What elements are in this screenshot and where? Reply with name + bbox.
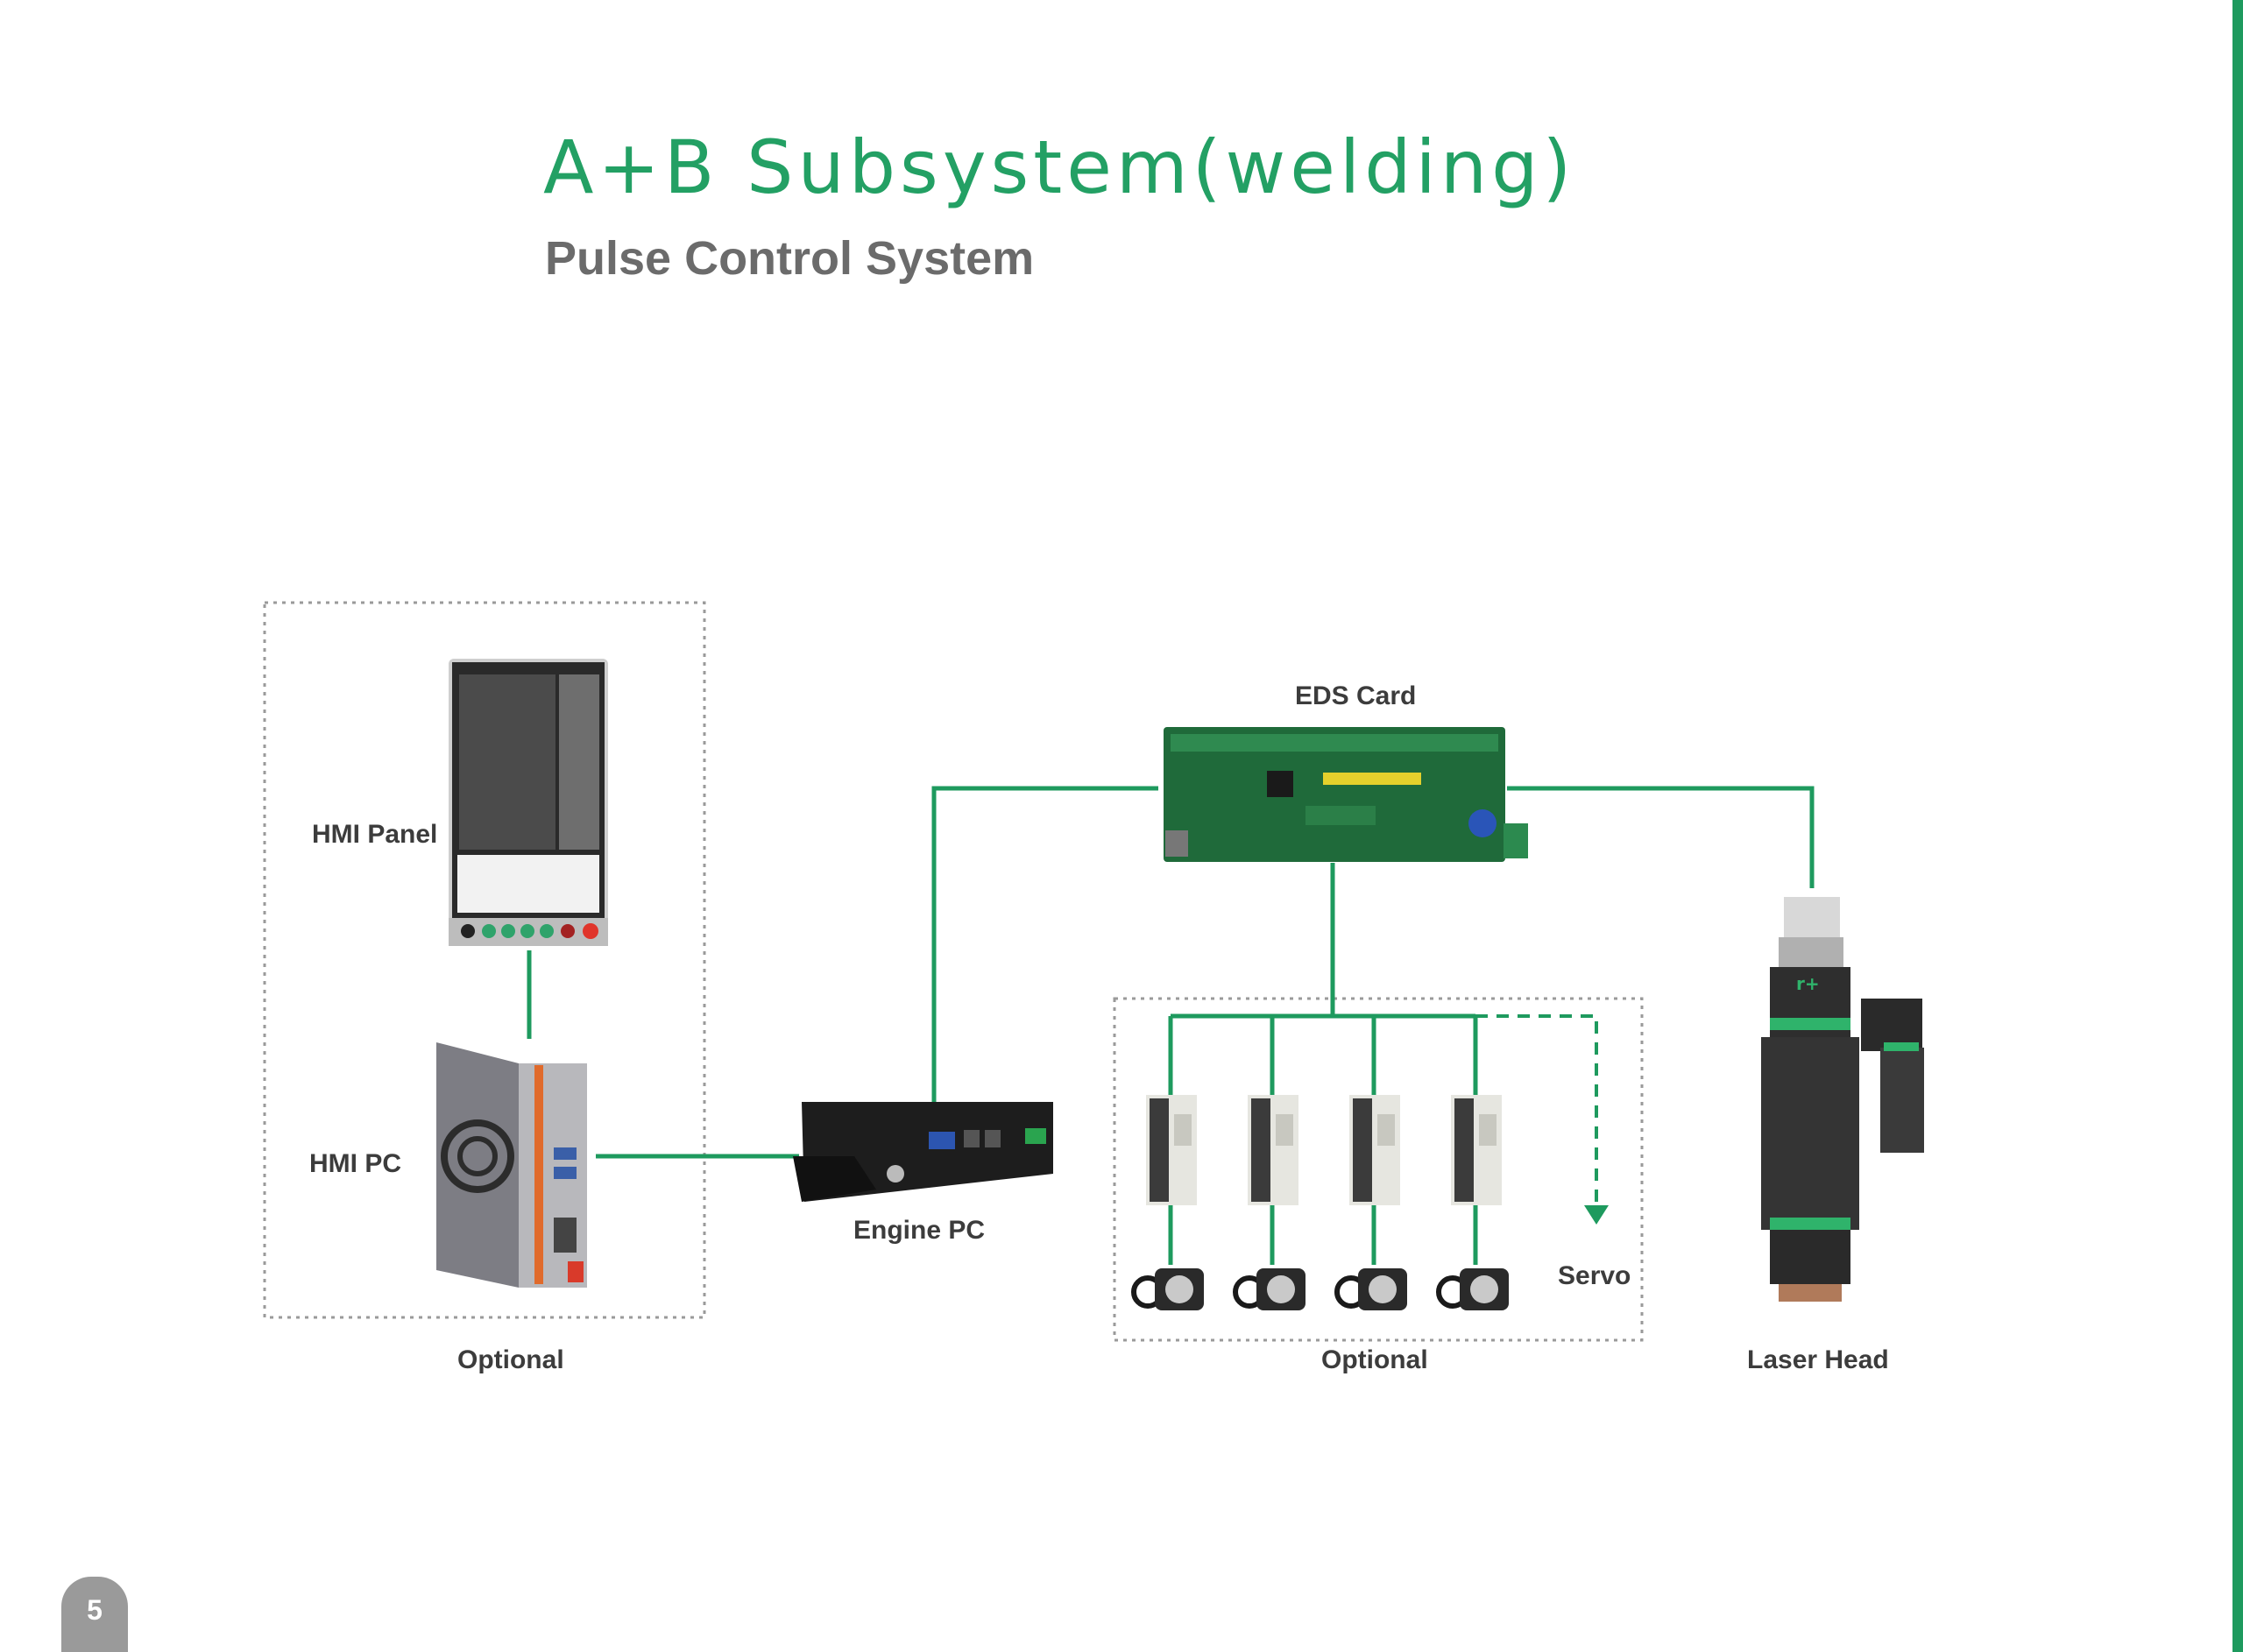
connection-lines xyxy=(527,786,1815,1265)
servo-label: Servo xyxy=(1558,1261,1631,1290)
arrow-head-icon xyxy=(1584,1205,1609,1225)
laser-head-device: r+ xyxy=(1761,897,1924,1302)
optional-group-right xyxy=(1113,997,1644,1342)
page-subtitle: Pulse Control System xyxy=(545,232,1035,285)
servo-drive xyxy=(1349,1095,1400,1205)
laser-head-logo: r+ xyxy=(1796,973,1820,994)
eds-card-device xyxy=(1164,727,1528,862)
servo-motor xyxy=(1131,1268,1204,1310)
hmi-pc-label: HMI PC xyxy=(309,1149,401,1178)
servo-motor xyxy=(1334,1268,1407,1310)
optional-label-right: Optional xyxy=(1321,1345,1428,1374)
hmi-panel-device xyxy=(449,659,608,946)
engine-pc-label: Engine PC xyxy=(853,1216,986,1245)
optional-group-left xyxy=(263,601,706,1319)
hmi-pc-device xyxy=(436,1042,587,1288)
servo-drive-group xyxy=(1146,1095,1502,1205)
optional-label-left: Optional xyxy=(457,1345,564,1374)
servo-motor xyxy=(1233,1268,1305,1310)
servo-drive xyxy=(1146,1095,1197,1205)
page-title: A+B Subsystem(welding) xyxy=(543,124,1576,210)
laser-head-label: Laser Head xyxy=(1747,1345,1889,1374)
eds-card-label: EDS Card xyxy=(1295,681,1417,710)
right-accent-bar xyxy=(2232,0,2243,1652)
servo-motor xyxy=(1436,1268,1509,1310)
servo-drive xyxy=(1248,1095,1298,1205)
servo-drive xyxy=(1451,1095,1502,1205)
page-number-badge: 5 xyxy=(61,1577,128,1652)
servo-motor-group xyxy=(1131,1268,1509,1310)
hmi-panel-label: HMI Panel xyxy=(312,820,438,849)
engine-pc-device xyxy=(793,1102,1053,1202)
